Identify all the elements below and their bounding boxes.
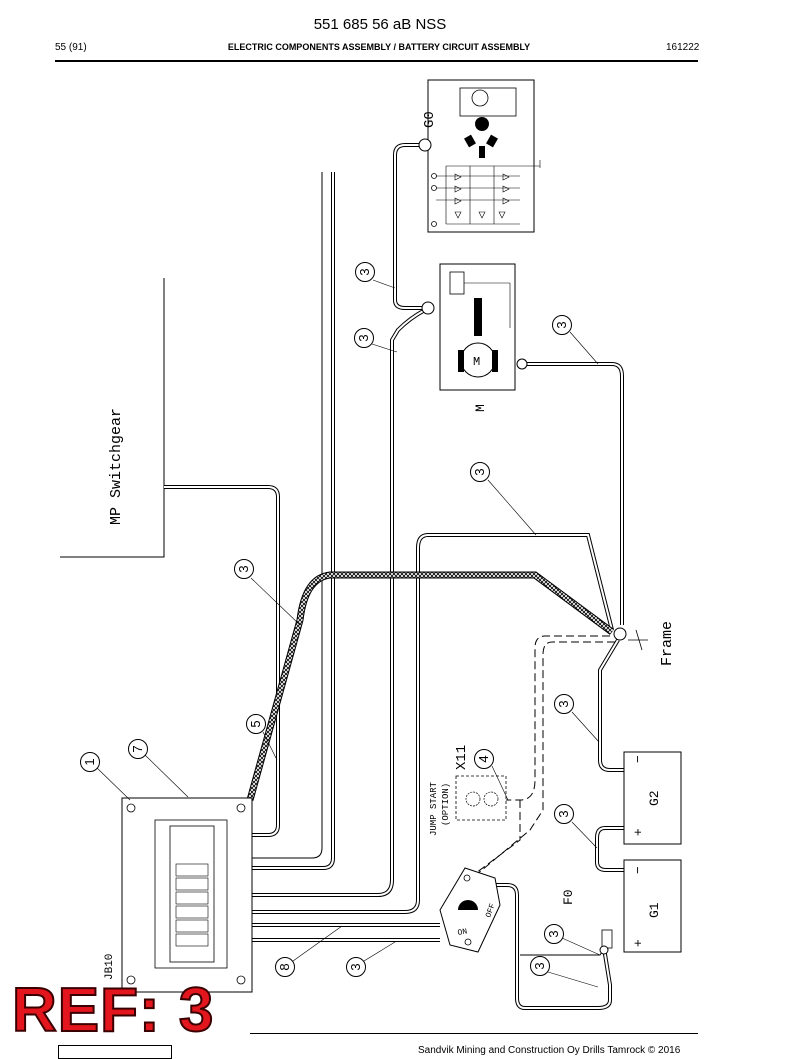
callout-3-motor-frame: 3	[552, 315, 572, 335]
jump-start-label: JUMP START	[429, 781, 439, 836]
svg-text:3: 3	[556, 810, 571, 817]
g2-label: G2	[647, 790, 662, 806]
svg-text:3: 3	[356, 334, 371, 341]
callout-7: 7	[128, 739, 148, 759]
page-reference: 55 (91)	[55, 42, 87, 53]
date-code: 161222	[666, 42, 700, 53]
x11-label: X11	[454, 745, 470, 770]
svg-text:3: 3	[532, 962, 547, 969]
svg-text:3: 3	[236, 565, 251, 572]
callout-leaders	[96, 279, 601, 988]
jb10-label: JB10	[104, 954, 116, 980]
callout-3-fuse: 3	[544, 924, 564, 944]
junction-box-jb10: JB10	[104, 797, 253, 993]
battery-g1: − + G1	[623, 859, 682, 953]
g1-label: G1	[647, 902, 662, 918]
svg-text:3: 3	[357, 268, 372, 275]
svg-text:3: 3	[554, 321, 569, 328]
svg-text:3: 3	[546, 930, 561, 937]
callout-3-g0-cable: 3	[355, 262, 375, 282]
motor-symbol: M	[473, 355, 480, 369]
svg-text:5: 5	[248, 720, 263, 727]
copyright-text: Sandvik Mining and Construction Oy Drill…	[418, 1045, 681, 1056]
svg-text:3: 3	[348, 963, 363, 970]
callout-3-g1-loop: 3	[530, 956, 550, 976]
mp-switchgear-box: MP Switchgear	[60, 278, 165, 558]
relay-on-label: ON	[457, 927, 468, 938]
battery-g2: − + G2	[623, 751, 682, 845]
svg-text:3: 3	[472, 468, 487, 475]
callout-3-cable-braid: 3	[234, 559, 254, 579]
frame-ground: Frame	[613, 621, 676, 666]
section-title: ELECTRIC COMPONENTS ASSEMBLY / BATTERY C…	[227, 42, 531, 52]
g0-label: G0	[422, 111, 438, 128]
g1-minus: −	[630, 866, 645, 874]
footer-logo	[58, 1045, 172, 1059]
svg-text:8: 8	[277, 963, 292, 970]
callout-3-m-cable: 3	[354, 328, 374, 348]
fuse-f0: F0	[561, 889, 613, 949]
callout-3-middle: 3	[470, 462, 490, 482]
document-number: 551 685 56 aB NSS	[313, 16, 447, 33]
mp-switchgear-label: MP Switchgear	[108, 408, 125, 525]
motor-label: M	[473, 404, 488, 412]
jump-start-option-label: (OPTION)	[441, 783, 451, 826]
callout-1: 1	[80, 752, 100, 772]
main-relay: OFF ON	[439, 867, 501, 953]
svg-text:7: 7	[130, 745, 145, 752]
f0-label: F0	[561, 889, 576, 905]
g2-plus: +	[630, 828, 645, 836]
g2-minus: −	[630, 755, 645, 763]
alternator-g0: G0	[422, 79, 541, 233]
cable-set	[164, 143, 624, 1010]
callout-8: 8	[275, 957, 295, 977]
svg-text:3: 3	[556, 700, 571, 707]
callout-3-frame-g2: 3	[554, 694, 574, 714]
svg-text:4: 4	[476, 755, 491, 762]
callout-4: 4	[474, 749, 494, 769]
callout-bubbles: 1 7 5 3 4 8 3 3 3 3 3 3 3 3 3	[80, 262, 574, 977]
footer-rule	[250, 1033, 698, 1034]
ref-stamp: REF: 3	[11, 976, 215, 1045]
svg-text:1: 1	[82, 758, 97, 765]
frame-label: Frame	[659, 621, 676, 666]
header-rule	[55, 60, 698, 62]
starter-motor-m: M M	[439, 263, 516, 412]
jump-start-x11: JUMP START (OPTION) X11	[429, 745, 507, 836]
callout-3-bottom-left: 3	[346, 957, 366, 977]
terminal-lugs	[418, 138, 609, 955]
callout-3-g2-g1: 3	[554, 804, 574, 824]
g1-plus: +	[630, 939, 645, 947]
callout-5: 5	[246, 714, 266, 734]
